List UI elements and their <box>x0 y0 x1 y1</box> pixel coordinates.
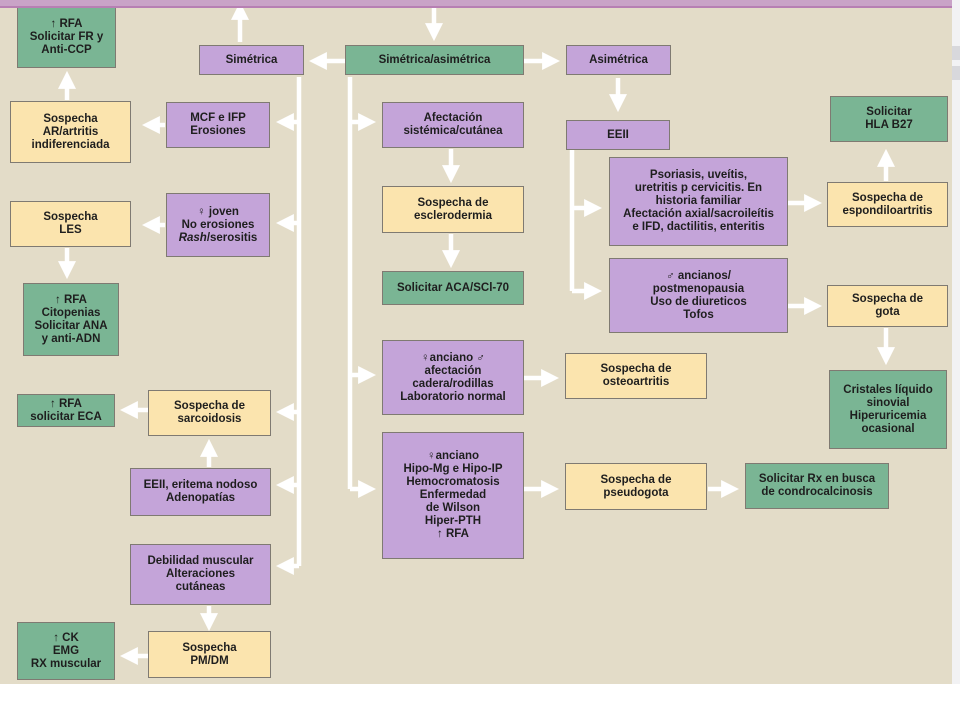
node-afectacion-sistemica: Afectación sistémica/cutánea <box>382 102 524 148</box>
node-hla-b27: Solicitar HLA B27 <box>830 96 948 142</box>
node-sospecha-osteoartritis: Sospecha de osteoartritis <box>565 353 707 399</box>
node-sospecha-sarcoidosis: Sospecha de sarcoidosis <box>148 390 271 436</box>
node-rfa-citopenias: ↑ RFA Citopenias Solicitar ANA y anti-AD… <box>23 283 119 356</box>
node-rx-condrocalcinosis: Solicitar Rx en busca de condrocalcinosi… <box>745 463 889 509</box>
node-cristales: Cristales líquido sinovial Hiperuricemia… <box>829 370 947 449</box>
connector-layer <box>58 1 895 665</box>
node-anciano-hipomg: ♀anciano Hipo-Mg e Hipo-IP Hemocromatosi… <box>382 432 524 559</box>
node-sospecha-pseudogota: Sospecha de pseudogota <box>565 463 707 510</box>
node-anciano-cadera: ♀anciano ♂ afectación cadera/rodillas La… <box>382 340 524 415</box>
right-side-rail <box>952 0 960 684</box>
node-rfa-eca: ↑ RFA solicitar ECA <box>17 394 115 427</box>
mujer-joven-text: ♀ joven No erosiones Rash/serositis <box>178 205 258 244</box>
node-solicitar-aca: Solicitar ACA/SCl-70 <box>382 271 524 305</box>
node-mujer-joven: ♀ joven No erosiones Rash/serositis <box>166 193 270 257</box>
node-mcf-ifp: MCF e IFP Erosiones <box>166 102 270 148</box>
node-sospecha-les: Sospecha LES <box>10 201 131 247</box>
rail-mark <box>952 66 960 80</box>
node-ck-emg: ↑ CK EMG RX muscular <box>17 622 115 680</box>
node-sospecha-ar: Sospecha AR/artritis indiferenciada <box>10 101 131 163</box>
node-sospecha-pm-dm: Sospecha PM/DM <box>148 631 271 678</box>
node-rfa-fr-ccp: ↑ RFA Solicitar FR y Anti-CCP <box>17 6 116 68</box>
node-psoriasis: Psoriasis, uveítis, uretritis p cervicit… <box>609 157 788 246</box>
node-sospecha-gota: Sospecha de gota <box>827 285 948 327</box>
rail-mark <box>952 46 960 60</box>
diagram-canvas: ↑ RFA Solicitar FR y Anti-CCP Simétrica … <box>0 0 952 684</box>
top-accent-line <box>0 6 960 8</box>
node-simetrica-asimetrica: Simétrica/asimétrica <box>345 45 524 75</box>
node-sospecha-esclerodermia: Sospecha de esclerodermia <box>382 186 524 233</box>
top-accent-bar <box>0 0 960 8</box>
node-sospecha-espondiloartritis: Sospecha de espondiloartritis <box>827 182 948 227</box>
node-eeii-eritema: EEII, eritema nodoso Adenopatías <box>130 468 271 516</box>
node-simetrica: Simétrica <box>199 45 304 75</box>
node-debilidad-muscular: Debilidad muscular Alteraciones cutáneas <box>130 544 271 605</box>
node-eeii: EEII <box>566 120 670 150</box>
node-asimetrica: Asimétrica <box>566 45 671 75</box>
node-ancianos-postmeno: ♂ ancianos/ postmenopausia Uso de diuret… <box>609 258 788 333</box>
